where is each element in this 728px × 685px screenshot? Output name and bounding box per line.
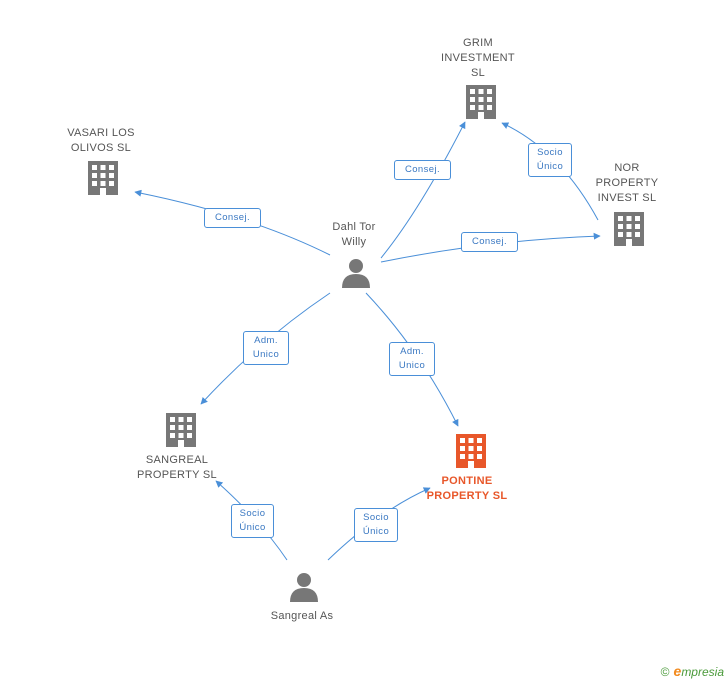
node-label-grim-investment[interactable]: GRIM INVESTMENT SL bbox=[441, 37, 515, 79]
node-label-vasari-los-olivos[interactable]: VASARI LOS OLIVOS SL bbox=[67, 127, 135, 154]
building-icon[interactable] bbox=[466, 85, 496, 119]
brand-footer: ©empresia bbox=[661, 663, 724, 679]
node-label-nor-property-invest[interactable]: NOR PROPERTY INVEST SL bbox=[595, 162, 659, 204]
node-label-dahl-tor-willy[interactable]: Dahl Tor Willy bbox=[332, 221, 376, 248]
building-icon[interactable] bbox=[456, 434, 486, 468]
edge-label-dahl-sangreal-property: Adm. Unico bbox=[243, 331, 289, 365]
node-label-pontine-property[interactable]: PONTINE PROPERTY SL bbox=[426, 475, 508, 502]
building-icon[interactable] bbox=[166, 413, 196, 447]
node-label-sangreal-as[interactable]: Sangreal As bbox=[270, 610, 334, 622]
edge-label-sangreal-as-pontine: Socio Único bbox=[354, 508, 398, 542]
edge-dahl-grim bbox=[380, 121, 466, 259]
person-icon[interactable] bbox=[342, 259, 370, 288]
building-icon[interactable] bbox=[88, 161, 118, 195]
person-icon[interactable] bbox=[290, 573, 318, 602]
brand-logo-text: mpresia bbox=[681, 665, 724, 679]
edge-label-nor-grim: Socio Único bbox=[528, 143, 572, 177]
edge-label-sangreal-as-sangreal-property: Socio Único bbox=[231, 504, 274, 538]
copyright-symbol: © bbox=[660, 665, 670, 679]
edge-label-dahl-vasari: Consej. bbox=[204, 208, 261, 228]
edge-label-dahl-nor: Consej. bbox=[461, 232, 518, 252]
edge-label-dahl-grim: Consej. bbox=[394, 160, 451, 180]
building-icon[interactable] bbox=[614, 212, 644, 246]
brand-logo-initial: e bbox=[673, 663, 682, 679]
edge-label-dahl-pontine: Adm. Unico bbox=[389, 342, 435, 376]
node-label-sangreal-property[interactable]: SANGREAL PROPERTY SL bbox=[137, 454, 217, 481]
